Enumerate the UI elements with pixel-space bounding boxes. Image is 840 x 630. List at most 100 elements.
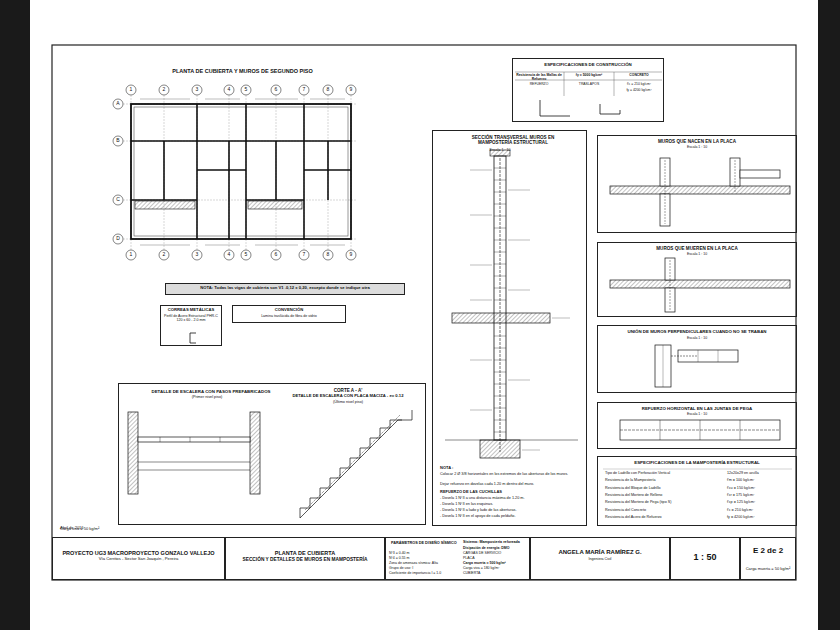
floor-plan bbox=[197, 95, 198, 250]
stair-details bbox=[128, 412, 138, 494]
note-text: Escala 1 : 10 bbox=[470, 148, 530, 152]
note-text: - Dovela 1 Nº3 a una distancia máxima de… bbox=[440, 496, 580, 500]
floor-plan bbox=[310, 99, 345, 100]
wall-junction bbox=[655, 345, 738, 387]
wall-section bbox=[470, 170, 570, 450]
detail-panel: E 2 de 2 bbox=[740, 537, 796, 580]
floor-plan bbox=[126, 85, 136, 95]
floor-plan bbox=[164, 95, 165, 250]
floor-plan bbox=[276, 95, 277, 250]
note-text: Resistencia del Mortero de Relleno bbox=[605, 493, 723, 497]
note-text: CONCRETO bbox=[616, 74, 662, 78]
note-text: f'cu = 150 kg/cm² bbox=[727, 486, 793, 490]
note-text: fy = 4200 kg/cm² bbox=[616, 89, 662, 93]
note-text: CUBIERTA bbox=[463, 571, 529, 575]
note-text: Colocar 2 Ø 3/8 horizontales en los extr… bbox=[440, 472, 580, 476]
note-text: f'm = 100 kg/cm² bbox=[727, 478, 793, 482]
floor-plan bbox=[328, 95, 329, 250]
floor-plan bbox=[135, 201, 195, 209]
walls-end-slab bbox=[610, 280, 790, 288]
note-text: Grupo de uso: I bbox=[389, 566, 461, 570]
detail-panel: SECCIÓN TRANSVERSAL MUROS EN MAMPOSTERÍA… bbox=[432, 130, 587, 526]
floor-plan bbox=[113, 99, 123, 109]
axis-label: 9 bbox=[346, 252, 356, 258]
walls-from-slab bbox=[610, 158, 790, 226]
wall-junction bbox=[655, 345, 671, 387]
correa-profile bbox=[190, 333, 196, 343]
stair-details bbox=[138, 437, 250, 442]
walls-end-slab bbox=[610, 258, 790, 312]
floor-plan bbox=[246, 95, 247, 250]
panel-heading: UNIÓN DE MUROS PERPENDICULARES CUANDO NO… bbox=[601, 329, 793, 334]
floor-plan bbox=[113, 136, 123, 146]
axis-label: 9 bbox=[346, 87, 356, 93]
floor-plan bbox=[134, 107, 348, 236]
detail-panel: UNIÓN DE MUROS PERPENDICULARES CUANDO NO… bbox=[597, 325, 797, 393]
floor-plan bbox=[163, 141, 165, 200]
wall-junction bbox=[671, 356, 698, 357]
floor-plan bbox=[299, 250, 309, 260]
note-text: Dejar refuerzo en dovelas cada 1.20 m de… bbox=[440, 482, 580, 486]
floor-plan bbox=[140, 245, 190, 246]
floor-plan bbox=[192, 85, 202, 95]
note-text: f'cr = 175 kg/cm² bbox=[727, 493, 793, 497]
panel-heading: REFUERZO HORIZONTAL EN LAS JUNTAS DE PEG… bbox=[601, 406, 793, 411]
note-text: Escala 1 : 10 bbox=[667, 412, 727, 416]
floor-plan bbox=[113, 85, 356, 260]
panel-heading: ESPECIFICACIONES DE CONSTRUCCIÓN bbox=[516, 62, 660, 67]
floor-plan bbox=[271, 250, 281, 260]
floor-plan bbox=[275, 141, 277, 200]
note-text: Escala 1 : 10 bbox=[667, 252, 727, 256]
stair-details bbox=[412, 410, 413, 420]
axis-label: 2 bbox=[159, 252, 169, 258]
note-text: Zona de amenaza sísmica: Alta bbox=[389, 561, 461, 565]
floor-plan bbox=[224, 85, 234, 95]
walls-end-slab bbox=[670, 260, 671, 310]
joint-reinforcement bbox=[620, 420, 780, 440]
floor-plan bbox=[255, 99, 298, 100]
note-text: fy = 5000 kg/cm² bbox=[566, 74, 612, 78]
stair-details bbox=[160, 437, 161, 442]
note-text: REFUERZO bbox=[516, 83, 562, 87]
panel-heading: PROYECTO UG3 MACROPROYECTO GONZALO VALLE… bbox=[56, 550, 221, 556]
detail-panel: CORREAS METÁLICASPerfil de Acero Estruct… bbox=[160, 305, 222, 346]
note-text: TRASLAPOS bbox=[566, 83, 612, 87]
joint-reinforcement bbox=[700, 420, 701, 440]
detail-panel: CONVENCIÓNLamina traslúcida de fibra de … bbox=[232, 305, 346, 323]
note-text: Resistencia de las Mallas de Refuerzo bbox=[516, 74, 562, 82]
detail-panel: PLANTA DE CUBIERTASECCIÓN Y DETALLES DE … bbox=[225, 537, 385, 580]
wall-section bbox=[470, 170, 492, 171]
wall-section bbox=[552, 318, 570, 319]
note-text: Carga muerta = 50 kg/m² bbox=[742, 567, 794, 572]
floor-plan bbox=[271, 85, 281, 95]
floor-plan bbox=[323, 250, 333, 260]
note-text: REFUERZO DE LAS CUCHILLAS bbox=[440, 490, 580, 495]
panel-heading: PLANTA DE CUBIERTA bbox=[229, 550, 381, 556]
note-text: Resistencia del Concreto bbox=[605, 508, 723, 512]
floor-plan bbox=[304, 169, 351, 171]
detail-panel: DETALLE DE ESCALERA CON PASOS PREFABRICA… bbox=[118, 383, 426, 525]
panel-heading: CONVENCIÓN bbox=[236, 308, 342, 313]
axis-label: 1 bbox=[126, 252, 136, 258]
wall-section bbox=[480, 440, 520, 458]
floor-plan bbox=[113, 195, 123, 205]
stair-details bbox=[138, 462, 250, 463]
walls-from-slab bbox=[735, 160, 736, 192]
floor-plan bbox=[159, 85, 169, 95]
axis-label: 4 bbox=[224, 252, 234, 258]
panel-text: SECCIÓN Y DETALLES DE MUROS EN MAMPOSTER… bbox=[229, 557, 381, 563]
walls-from-slab bbox=[665, 160, 666, 224]
note-text: (Último nivel piso) bbox=[278, 400, 418, 404]
stair-details bbox=[250, 412, 260, 494]
note-text: - Dovela 1 Nº3 en el apoyo de cada pelda… bbox=[440, 514, 580, 518]
wall-section bbox=[470, 360, 492, 361]
floor-plan bbox=[131, 104, 351, 239]
wall-section bbox=[470, 265, 492, 266]
spec-table-lines bbox=[564, 72, 565, 96]
wall-junction bbox=[663, 345, 664, 387]
wall-section bbox=[452, 313, 550, 323]
mason-spec-lines bbox=[603, 469, 792, 470]
note-text: CORTE A - A' bbox=[278, 388, 418, 393]
side-bars bbox=[818, 0, 840, 630]
axis-label: B bbox=[113, 138, 123, 144]
